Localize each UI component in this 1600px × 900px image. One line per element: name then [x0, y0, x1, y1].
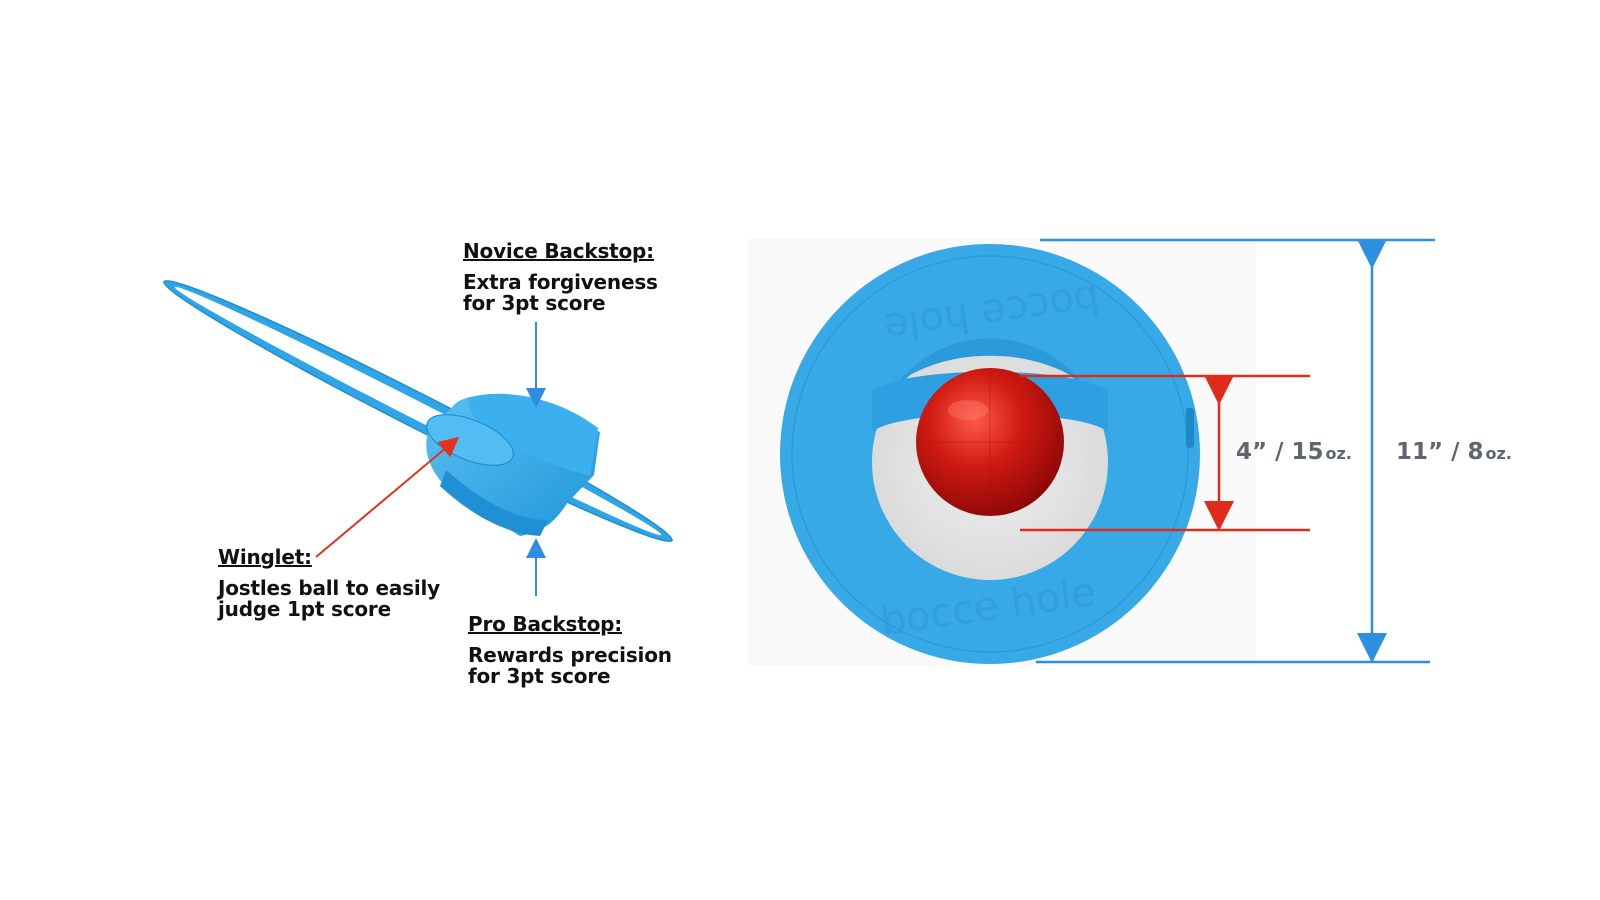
winglet-title: Winglet:	[218, 545, 312, 569]
side-view-product-illustration	[163, 279, 673, 543]
novice-backstop-label: Novice Backstop: Extra forgiveness for 3…	[463, 241, 658, 314]
winglet-arrow	[315, 436, 460, 558]
ring-dimension-size: 11” / 8	[1396, 439, 1484, 465]
pro-backstop-label: Pro Backstop: Rewards precision for 3pt …	[468, 614, 672, 687]
ring-dimension	[1036, 238, 1435, 664]
novice-backstop-line-2: for 3pt score	[463, 291, 606, 315]
ball-dimension-unit: oz.	[1325, 444, 1352, 463]
winglet-line-1: Jostles ball to easily	[218, 576, 440, 600]
novice-backstop-title: Novice Backstop:	[463, 239, 654, 263]
pro-backstop-line-2: for 3pt score	[468, 664, 611, 688]
pro-backstop-title: Pro Backstop:	[468, 612, 623, 636]
ring-dimension-unit: oz.	[1485, 444, 1512, 463]
winglet-line-2: judge 1pt score	[218, 597, 391, 621]
top-view-product-illustration	[748, 238, 1256, 666]
novice-backstop-line-1: Extra forgiveness	[463, 270, 658, 294]
ball-dimension-size: 4” / 15	[1236, 439, 1324, 465]
red-ball-icon	[916, 368, 1064, 516]
pro-backstop-line-1: Rewards precision	[468, 643, 672, 667]
ball-dimension	[1020, 374, 1310, 532]
winglet-label: Winglet: Jostles ball to easily judge 1p…	[218, 547, 440, 620]
